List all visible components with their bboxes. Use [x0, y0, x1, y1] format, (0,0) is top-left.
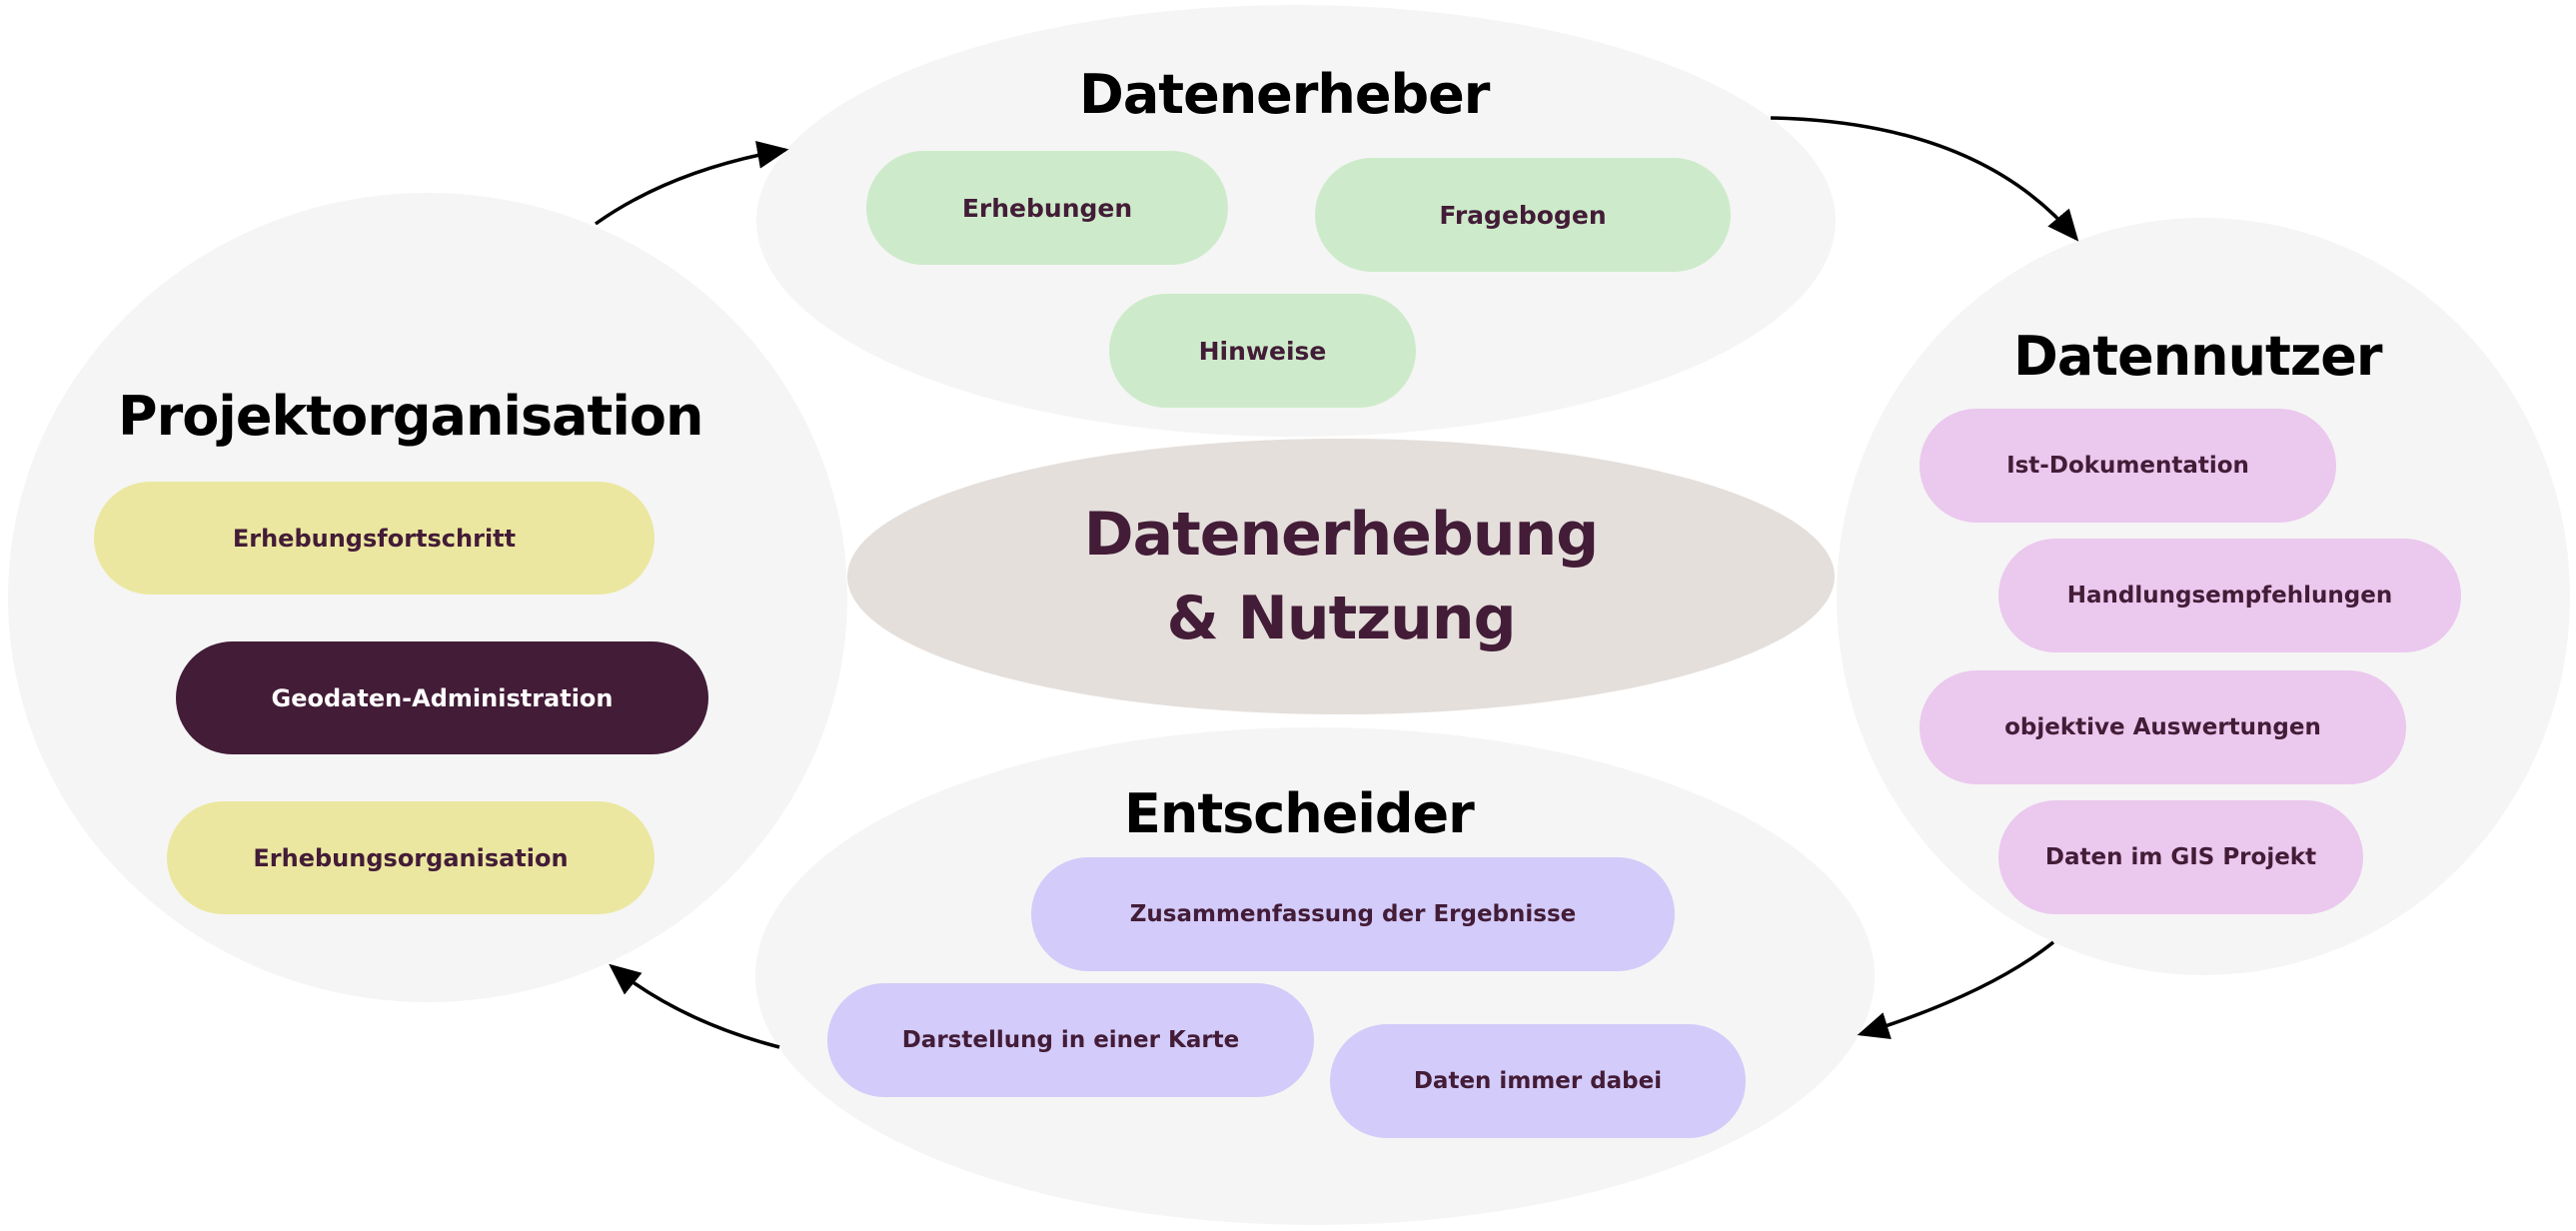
projektorganisation-title: Projektorganisation: [118, 385, 703, 448]
center-title: Datenerhebung & Nutzung: [1083, 493, 1599, 660]
center-topic: Datenerhebung & Nutzung: [847, 439, 1835, 714]
center-title-line2: & Nutzung: [1166, 584, 1516, 653]
erhebungsorganisation-pill[interactable]: Erhebungsorganisation: [167, 801, 654, 914]
erhebungsfortschritt-pill[interactable]: Erhebungsfortschritt: [94, 482, 654, 595]
ist-dokumentation-pill[interactable]: Ist-Dokumentation: [1920, 409, 2336, 523]
objektive-auswertungen-pill[interactable]: objektive Auswertungen: [1920, 670, 2406, 784]
darstellung-karte-pill[interactable]: Darstellung in einer Karte: [827, 983, 1314, 1097]
zusammenfassung-pill[interactable]: Zusammenfassung der Ergebnisse: [1031, 857, 1675, 971]
arrow-entscheider-to-projektorganisation: [609, 963, 780, 1049]
entscheider-title: Entscheider: [1124, 782, 1475, 845]
fragebogen-pill[interactable]: Fragebogen: [1315, 158, 1731, 272]
hinweise-pill[interactable]: Hinweise: [1109, 294, 1416, 408]
entscheider-area: [755, 727, 1875, 1225]
datenerheber-title: Datenerheber: [1079, 63, 1490, 126]
handlungsempfehlungen-pill[interactable]: Handlungsempfehlungen: [1998, 539, 2461, 652]
daten-immer-dabei-pill[interactable]: Daten immer dabei: [1330, 1024, 1746, 1138]
erhebungen-pill[interactable]: Erhebungen: [866, 151, 1228, 265]
datennutzer-title: Datennutzer: [2013, 325, 2383, 388]
arrow-datennutzer-to-entscheider: [1857, 940, 2055, 1040]
geodaten-administration-pill[interactable]: Geodaten-Administration: [176, 641, 708, 754]
center-title-line1: Datenerhebung: [1083, 500, 1599, 570]
daten-im-gis-projekt-pill[interactable]: Daten im GIS Projekt: [1998, 800, 2363, 914]
